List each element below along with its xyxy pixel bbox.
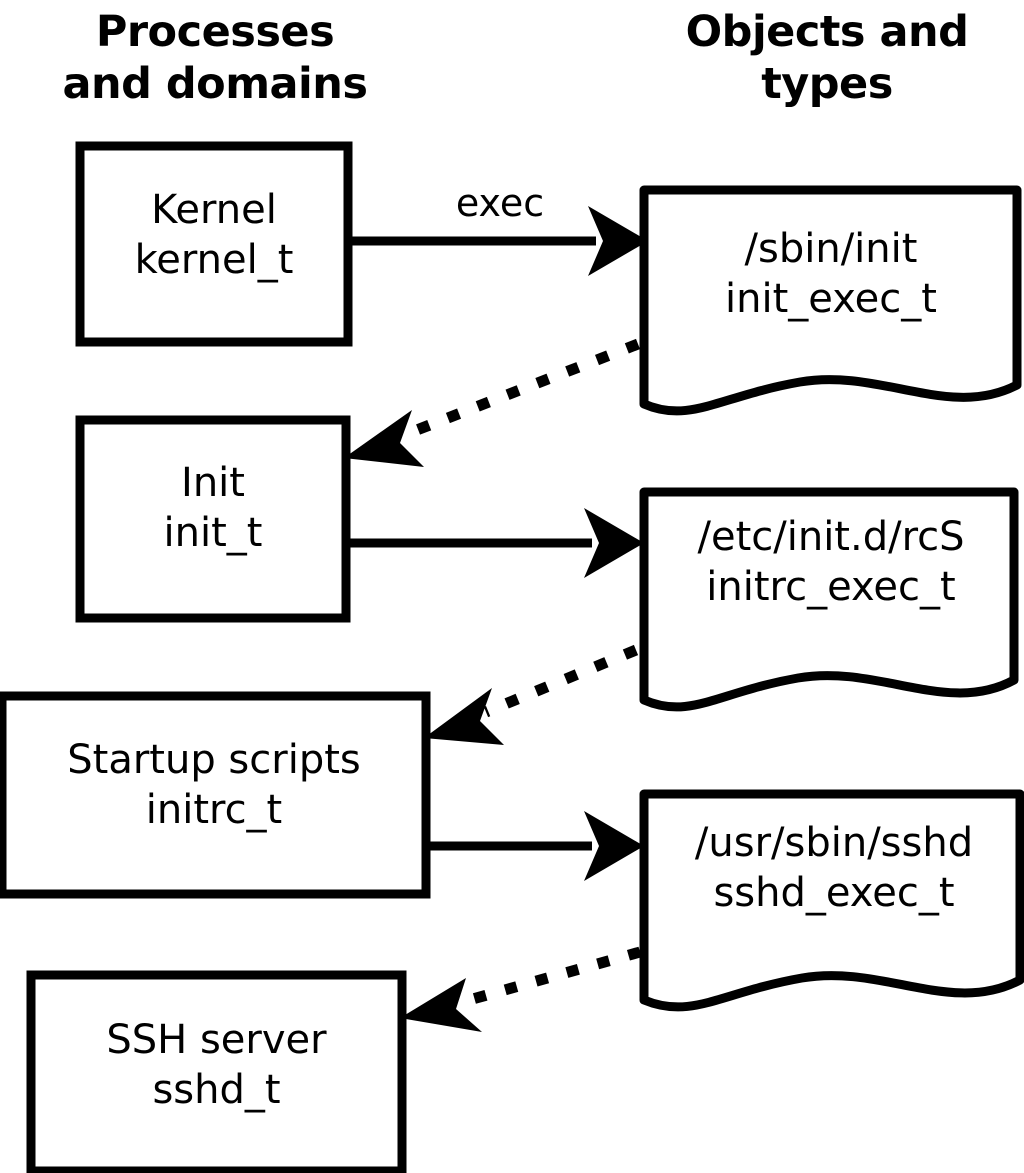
edge-init-exec-initrc-exec bbox=[346, 508, 644, 578]
edge-kernel-exec-init-exec bbox=[348, 206, 648, 276]
edge-initrc-exec-sshd-exec bbox=[426, 811, 644, 881]
column-header-processes: Processes and domains bbox=[62, 7, 368, 109]
edge-init-exec-to-init bbox=[344, 338, 640, 467]
process-node-kernel[interactable] bbox=[75, 141, 353, 347]
edge-initrc-exec-to-initrc bbox=[424, 644, 639, 745]
object-node-init-exec[interactable] bbox=[639, 185, 1022, 416]
object-node-initrc-exec[interactable] bbox=[639, 487, 1019, 712]
edge-label-exec: exec bbox=[455, 181, 545, 225]
edge-sshd-exec-to-sshd bbox=[400, 946, 642, 1032]
process-node-sshd[interactable] bbox=[26, 970, 407, 1173]
process-node-init[interactable] bbox=[75, 415, 351, 623]
process-node-initrc[interactable] bbox=[0, 691, 431, 899]
object-node-sshd-exec[interactable] bbox=[639, 789, 1024, 1012]
column-header-objects: Objects and types bbox=[685, 7, 969, 109]
